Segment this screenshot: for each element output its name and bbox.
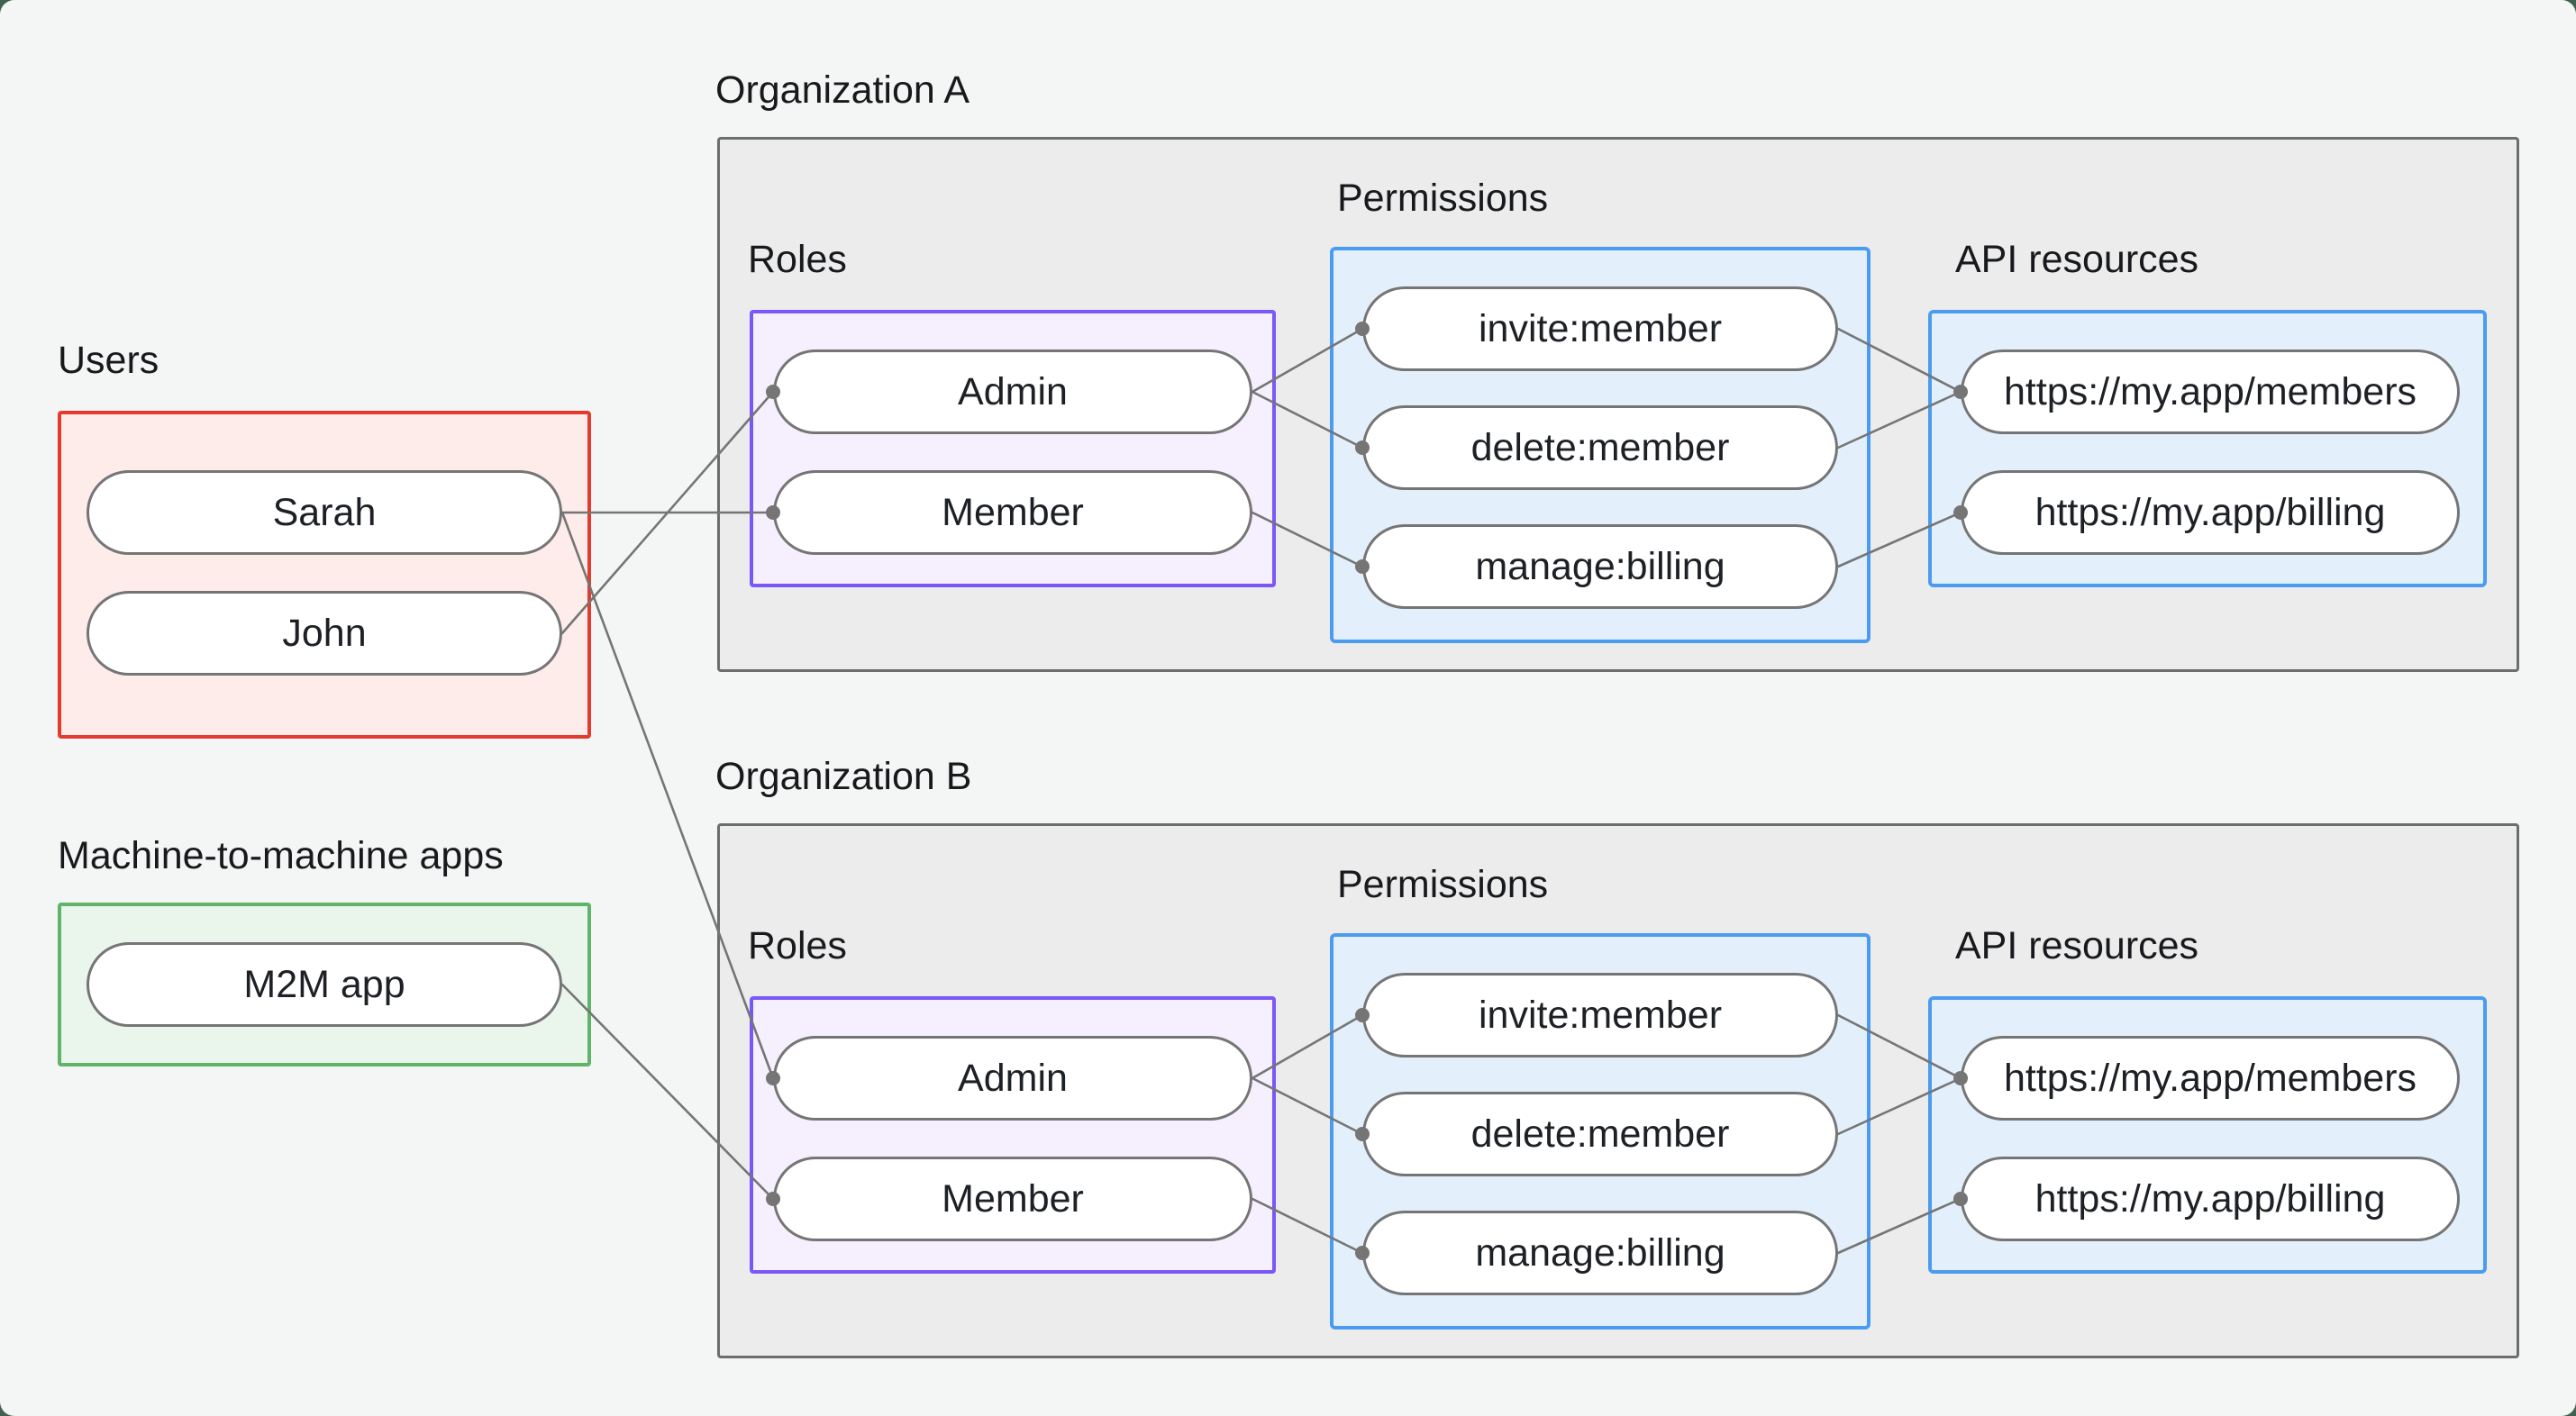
user-node-john: John — [86, 591, 562, 676]
org-b-label: Organization B — [715, 755, 972, 798]
m2m-app-node: M2M app — [86, 942, 562, 1027]
org-a-role-member: Member — [773, 470, 1252, 555]
org-a-permission-invite-member: invite:member — [1362, 286, 1838, 371]
org-a-api-billing: https://my.app/billing — [1961, 470, 2460, 555]
org-b-api-resources-label: API resources — [1955, 924, 2199, 967]
org-a-role-admin: Admin — [773, 349, 1252, 434]
org-b-permission-invite-member: invite:member — [1362, 973, 1838, 1057]
users-cluster-label: Users — [58, 339, 159, 382]
org-a-api-resources-label: API resources — [1955, 238, 2199, 281]
org-b-role-admin: Admin — [773, 1036, 1252, 1121]
org-a-permission-manage-billing: manage:billing — [1362, 524, 1838, 609]
org-b-role-member: Member — [773, 1157, 1252, 1241]
org-a-api-members: https://my.app/members — [1961, 349, 2460, 434]
org-a-permissions-label: Permissions — [1337, 177, 1549, 220]
org-b-permissions-label: Permissions — [1337, 863, 1549, 906]
org-b-api-billing: https://my.app/billing — [1961, 1157, 2460, 1241]
org-b-permission-manage-billing: manage:billing — [1362, 1211, 1838, 1295]
org-a-roles-label: Roles — [748, 238, 847, 281]
users-cluster-box — [58, 411, 591, 739]
org-b-api-members: https://my.app/members — [1961, 1036, 2460, 1121]
user-node-sarah: Sarah — [86, 470, 562, 555]
org-b-roles-label: Roles — [748, 924, 847, 967]
org-a-permission-delete-member: delete:member — [1362, 405, 1838, 490]
org-b-permission-delete-member: delete:member — [1362, 1092, 1838, 1176]
org-a-label: Organization A — [715, 68, 970, 112]
m2m-cluster-label: Machine-to-machine apps — [58, 834, 504, 877]
